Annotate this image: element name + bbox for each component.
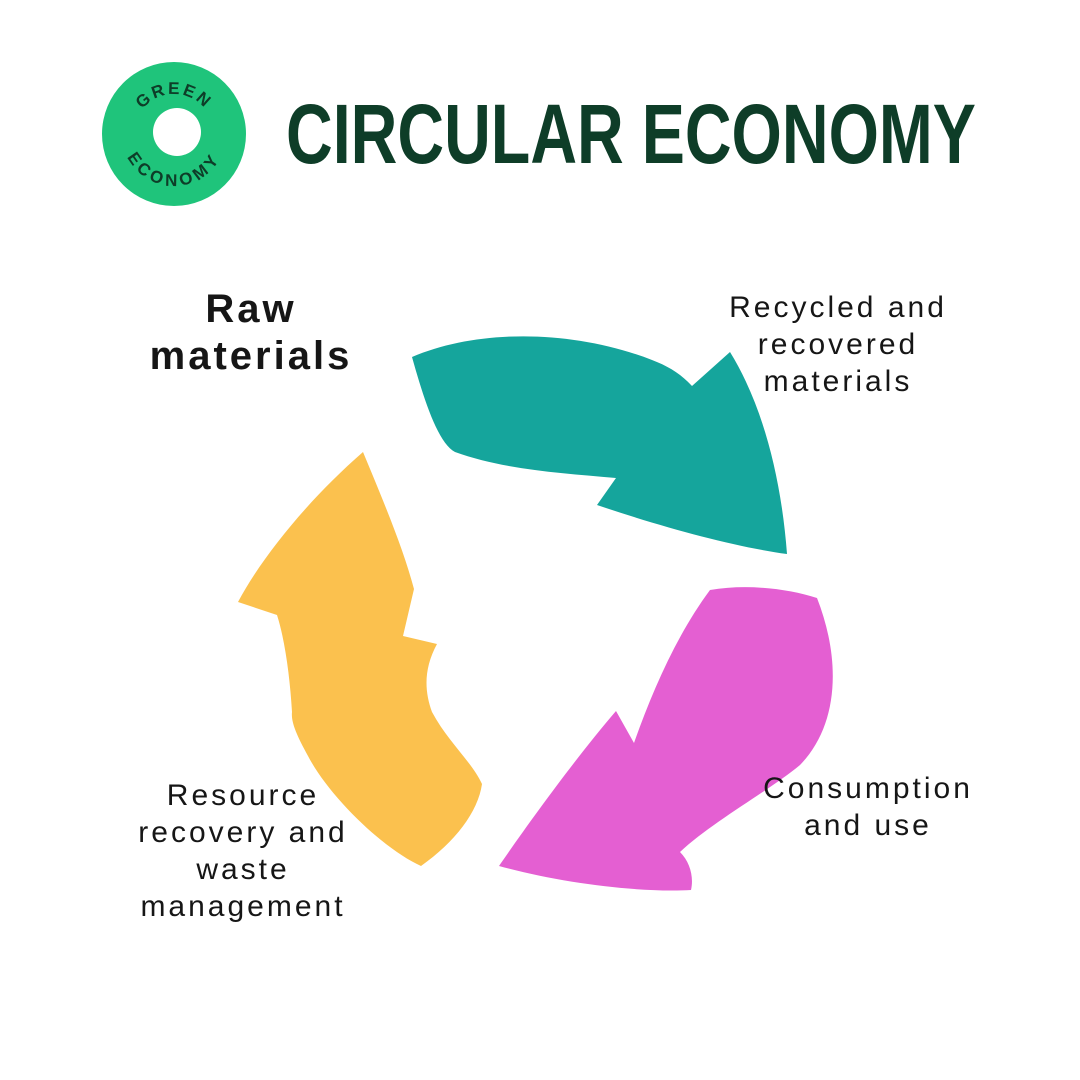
label-resource-recovery-waste-management: Resource recovery and waste management [138, 779, 348, 923]
logo-center-hole [153, 108, 201, 156]
cycle-arrow-top-teal [412, 336, 787, 554]
cycle-arrow-right-magenta [499, 587, 833, 891]
label-raw-materials: Raw materials [149, 287, 353, 378]
label-consumption-and-use: Consumption and use [763, 772, 973, 842]
page-title: CIRCULAR ECONOMY [286, 87, 976, 181]
green-economy-logo: GREEN ECONOMY [102, 62, 246, 206]
label-recycled-recovered-materials: Recycled and recovered materials [729, 291, 947, 398]
cycle-arrow-left-yellow [238, 452, 482, 866]
